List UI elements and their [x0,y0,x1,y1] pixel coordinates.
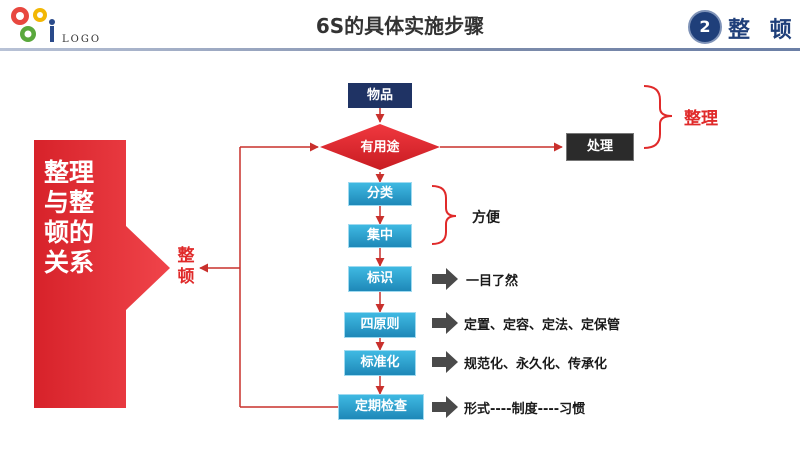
arrow-right-icon [432,268,458,290]
logo-text: LOGO [62,34,102,45]
header: LOGO 6S的具体实施步骤 2 整 顿 [0,0,800,52]
four-principles-box: 四原则 [344,312,416,338]
section-number-badge: 2 [688,10,722,44]
inspect-detail: 形式----制度----习惯 [464,402,586,417]
identify-box: 标识 [348,266,412,292]
arrow-right-icon [432,396,458,418]
decision-diamond [320,124,440,170]
brace-sort [643,85,673,149]
inspect-box: 定期检查 [338,394,424,420]
convenient-label: 方便 [472,210,500,226]
standardize-box: 标准化 [344,350,416,376]
brace-convenient [431,185,457,245]
relation-arrow-shape [34,140,170,408]
page-title: 6S的具体实施步骤 [315,14,485,38]
section-title: 整 顿 [728,18,798,43]
four-principles-detail: 定置、定容、定法、定保管 [464,318,621,333]
at-a-glance-label: 一目了然 [466,274,519,289]
sort-label: 整理 [684,109,718,129]
arrow-right-icon [432,312,458,334]
centralize-box: 集中 [348,224,412,248]
relation-arrow-text: 整理与整顿的关系 [43,158,94,277]
header-divider [0,48,800,51]
item-box: 物品 [348,83,412,108]
standardize-detail: 规范化、永久化、传承化 [464,357,608,372]
side-label: 整顿 [177,246,195,287]
decision-label: 有用途 [360,140,400,155]
classify-box: 分类 [348,182,412,206]
gears-logo-icon [11,7,55,42]
dispose-box: 处理 [566,133,634,161]
arrow-right-icon [432,351,458,373]
